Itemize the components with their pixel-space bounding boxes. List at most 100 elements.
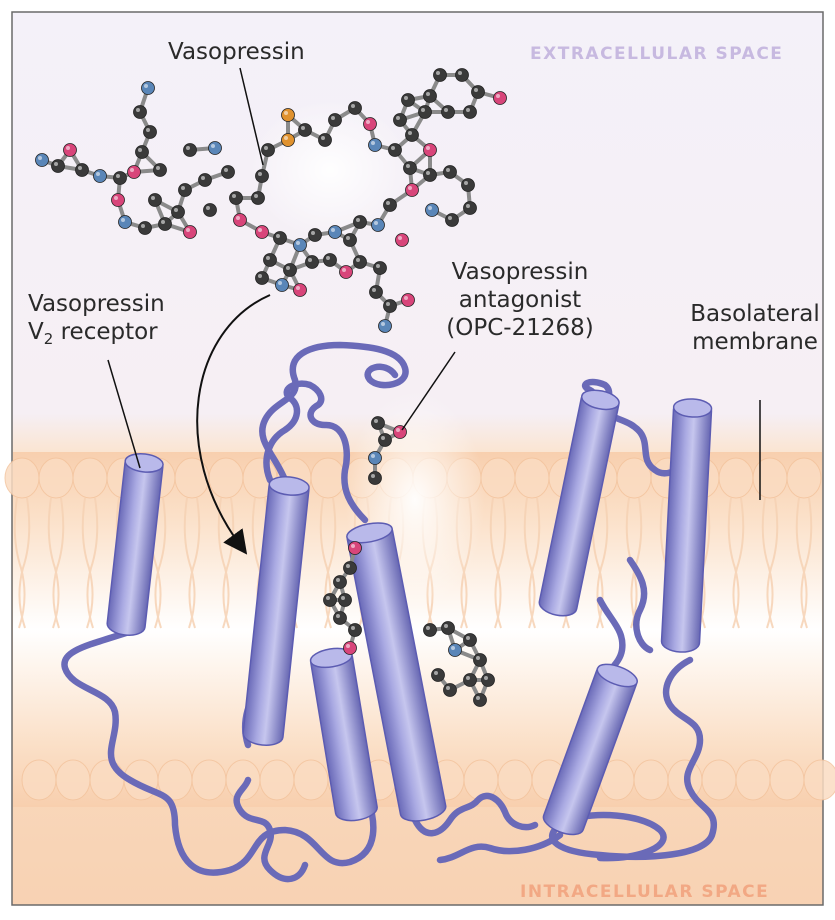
atom-highlight (326, 596, 330, 600)
oxygen-atom (256, 226, 269, 239)
atom-highlight (331, 116, 335, 120)
atom-highlight (484, 676, 488, 680)
atom-highlight (301, 126, 305, 130)
atom-highlight (174, 208, 178, 212)
atom-highlight (161, 220, 165, 224)
atom-highlight (276, 234, 280, 238)
carbon-atom (334, 612, 347, 625)
lipid-head (498, 760, 532, 800)
carbon-atom (464, 106, 477, 119)
carbon-atom (402, 94, 415, 107)
carbon-atom (474, 654, 487, 667)
atom-highlight (451, 646, 455, 650)
carbon-atom (136, 146, 149, 159)
carbon-atom (139, 222, 152, 235)
carbon-atom (274, 232, 287, 245)
atom-highlight (351, 104, 355, 108)
carbon-atom (406, 129, 419, 142)
atom-highlight (236, 216, 240, 220)
atom-highlight (258, 274, 262, 278)
oxygen-atom (406, 184, 419, 197)
carbon-atom (344, 562, 357, 575)
carbon-atom (349, 624, 362, 637)
atom-highlight (284, 136, 288, 140)
carbon-atom (394, 114, 407, 127)
oxygen-atom (344, 642, 357, 655)
atom-highlight (258, 172, 262, 176)
atom-highlight (206, 206, 210, 210)
lipid-head (56, 760, 90, 800)
atom-highlight (434, 671, 438, 675)
atom-highlight (266, 256, 270, 260)
antagonist-label-line1: Vasopressin (430, 258, 610, 286)
atom-highlight (186, 146, 190, 150)
atom-highlight (496, 94, 500, 98)
sulfur-atom (282, 109, 295, 122)
carbon-atom (230, 192, 243, 205)
carbon-atom (384, 199, 397, 212)
carbon-atom (52, 160, 65, 173)
lipid-head (634, 760, 668, 800)
lipid-head (209, 458, 243, 498)
atom-highlight (408, 131, 412, 135)
atom-highlight (308, 258, 312, 262)
atom-highlight (311, 231, 315, 235)
carbon-atom (474, 694, 487, 707)
carbon-atom (389, 144, 402, 157)
oxygen-atom (402, 294, 415, 307)
atom-highlight (374, 419, 378, 423)
carbon-atom (204, 204, 217, 217)
carbon-atom (464, 674, 477, 687)
oxygen-atom (340, 266, 353, 279)
lipid-head (5, 458, 39, 498)
atom-highlight (346, 236, 350, 240)
atom-highlight (278, 281, 282, 285)
atom-highlight (144, 84, 148, 88)
atom-highlight (474, 88, 478, 92)
atom-highlight (331, 228, 335, 232)
atom-highlight (386, 302, 390, 306)
oxygen-atom (128, 166, 141, 179)
nitrogen-atom (379, 320, 392, 333)
lipid-head (804, 760, 835, 800)
carbon-atom (432, 669, 445, 682)
atom-highlight (404, 96, 408, 100)
nitrogen-atom (36, 154, 49, 167)
atom-highlight (326, 256, 330, 260)
atom-highlight (54, 162, 58, 166)
carbon-atom (149, 194, 162, 207)
nitrogen-atom (426, 204, 439, 217)
carbon-atom (379, 434, 392, 447)
carbon-atom (324, 254, 337, 267)
carbon-atom (370, 286, 383, 299)
atom-highlight (114, 196, 118, 200)
carbon-atom (262, 144, 275, 157)
lipid-head (787, 458, 821, 498)
lipid-head (311, 458, 345, 498)
atom-highlight (121, 218, 125, 222)
carbon-atom (444, 684, 457, 697)
nitrogen-atom (329, 226, 342, 239)
atom-highlight (146, 128, 150, 132)
carbon-atom (374, 262, 387, 275)
atom-highlight (342, 268, 346, 272)
atom-highlight (408, 186, 412, 190)
carbon-atom (434, 69, 447, 82)
carbon-atom (464, 202, 477, 215)
atom-highlight (286, 266, 290, 270)
oxygen-atom (396, 234, 409, 247)
membrane-label-line1: Basolateral (680, 300, 830, 328)
nitrogen-atom (372, 219, 385, 232)
atom-highlight (406, 164, 410, 168)
atom-highlight (336, 578, 340, 582)
atom-highlight (458, 71, 462, 75)
carbon-atom (344, 234, 357, 247)
vasopressin-label: Vasopressin (168, 38, 305, 66)
carbon-atom (424, 169, 437, 182)
receptor-label-line1: Vasopressin (28, 290, 165, 318)
atom-highlight (371, 474, 375, 478)
antagonist-label-line2: antagonist (430, 286, 610, 314)
atom-highlight (466, 108, 470, 112)
nitrogen-atom (294, 239, 307, 252)
